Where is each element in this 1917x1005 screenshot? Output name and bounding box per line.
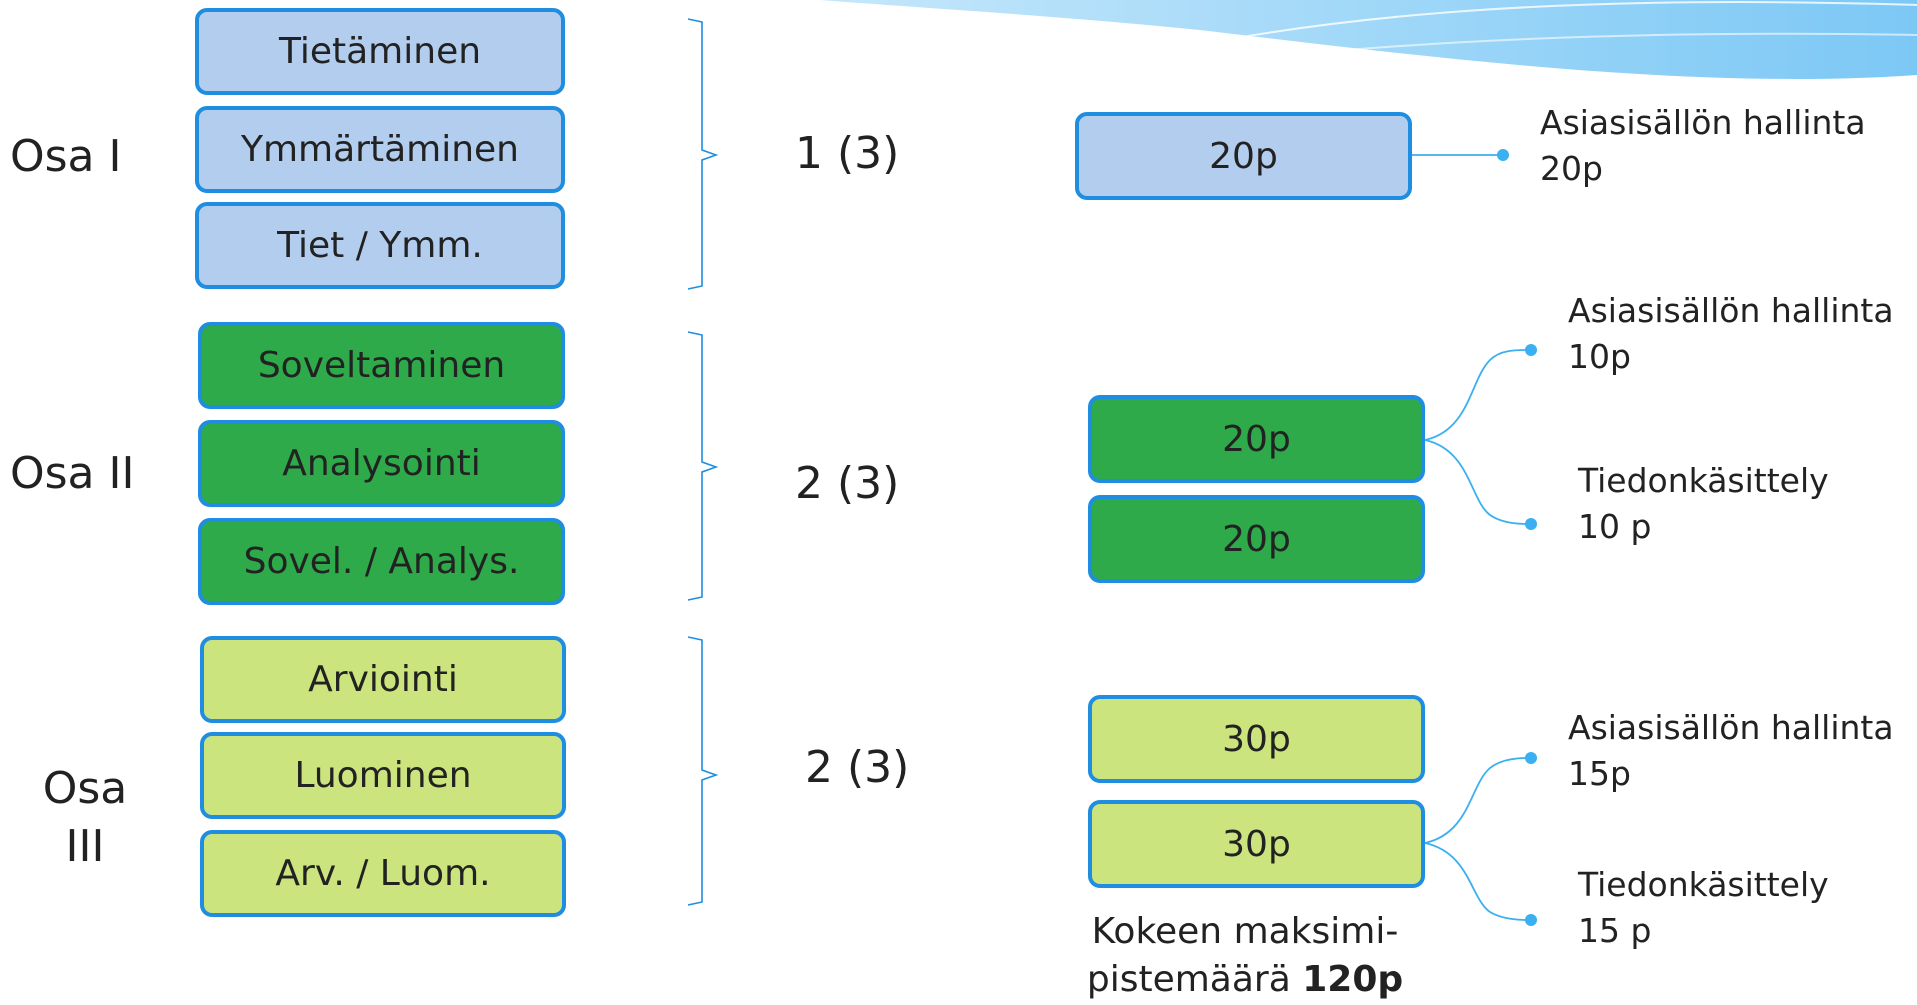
task-box: Tiet / Ymm. [195, 202, 565, 289]
task-box: Sovel. / Analys. [198, 518, 565, 605]
criteria-label: Asiasisällön hallinta [1568, 291, 1894, 330]
total-line1: Kokeen maksimi- [1091, 911, 1399, 952]
total-max-points: Kokeen maksimi- pistemäärä 120p [1050, 908, 1440, 1004]
bracket-part3 [687, 636, 719, 906]
bracket-part1 [687, 18, 719, 290]
bracket-part2 [687, 331, 719, 601]
task-box: Soveltaminen [198, 322, 565, 409]
criteria-part3-content: Asiasisällön hallinta 15p [1568, 705, 1894, 797]
total-line2: pistemäärä 120p [1050, 956, 1440, 1004]
score-box: 20p [1075, 112, 1412, 200]
criteria-part2-content: Asiasisällön hallinta 10p [1568, 288, 1894, 380]
criteria-points: 15 p [1578, 911, 1652, 950]
answer-count-part1: 1 (3) [795, 128, 900, 179]
answer-count-part2: 2 (3) [795, 458, 900, 509]
criteria-part2-processing: Tiedonkäsittely 10 p [1578, 458, 1829, 550]
task-box: Arv. / Luom. [200, 830, 566, 917]
criteria-label: Tiedonkäsittely [1578, 461, 1829, 500]
score-box: 20p [1088, 395, 1425, 483]
criteria-points: 10 p [1578, 507, 1652, 546]
criteria-part1: Asiasisällön hallinta 20p [1540, 100, 1866, 192]
connector-dot [1525, 752, 1537, 764]
answer-count-part3: 2 (3) [805, 742, 910, 793]
score-box: 30p [1088, 695, 1425, 783]
connector-dot [1497, 149, 1509, 161]
connector-dot [1525, 344, 1537, 356]
criteria-label: Asiasisällön hallinta [1568, 708, 1894, 747]
task-box: Ymmärtäminen [195, 106, 565, 193]
connector-dot [1525, 518, 1537, 530]
task-box: Analysointi [198, 420, 565, 507]
total-line2-prefix: pistemäärä [1086, 959, 1303, 1000]
criteria-part3-processing: Tiedonkäsittely 15 p [1578, 862, 1829, 954]
task-box: Luominen [200, 732, 566, 819]
connector-part2-lower [1424, 439, 1529, 525]
part-label-3: Osa III [30, 760, 140, 876]
connector-part3-lower [1424, 842, 1529, 921]
part-label-2: Osa II [10, 448, 135, 499]
criteria-label: Asiasisällön hallinta [1540, 103, 1866, 142]
part-label-1: Osa I [10, 131, 122, 182]
part-label-3-line2: III [65, 821, 105, 872]
part-label-3-line1: Osa [42, 763, 128, 814]
task-box: Tietäminen [195, 8, 565, 95]
header-swoosh-decoration [820, 0, 1917, 79]
criteria-points: 10p [1568, 337, 1631, 376]
header-swoosh-highlight [1199, 32, 1917, 66]
connector-part2-upper [1424, 349, 1529, 441]
criteria-points: 20p [1540, 149, 1603, 188]
connector-dot [1525, 914, 1537, 926]
task-box: Arviointi [200, 636, 566, 723]
score-box: 30p [1088, 800, 1425, 888]
total-points: 120p [1302, 959, 1404, 1000]
connector-part3-upper [1424, 757, 1529, 844]
criteria-label: Tiedonkäsittely [1578, 865, 1829, 904]
score-box: 20p [1088, 495, 1425, 583]
header-swoosh-highlight [1149, 1, 1917, 56]
criteria-points: 15p [1568, 754, 1631, 793]
